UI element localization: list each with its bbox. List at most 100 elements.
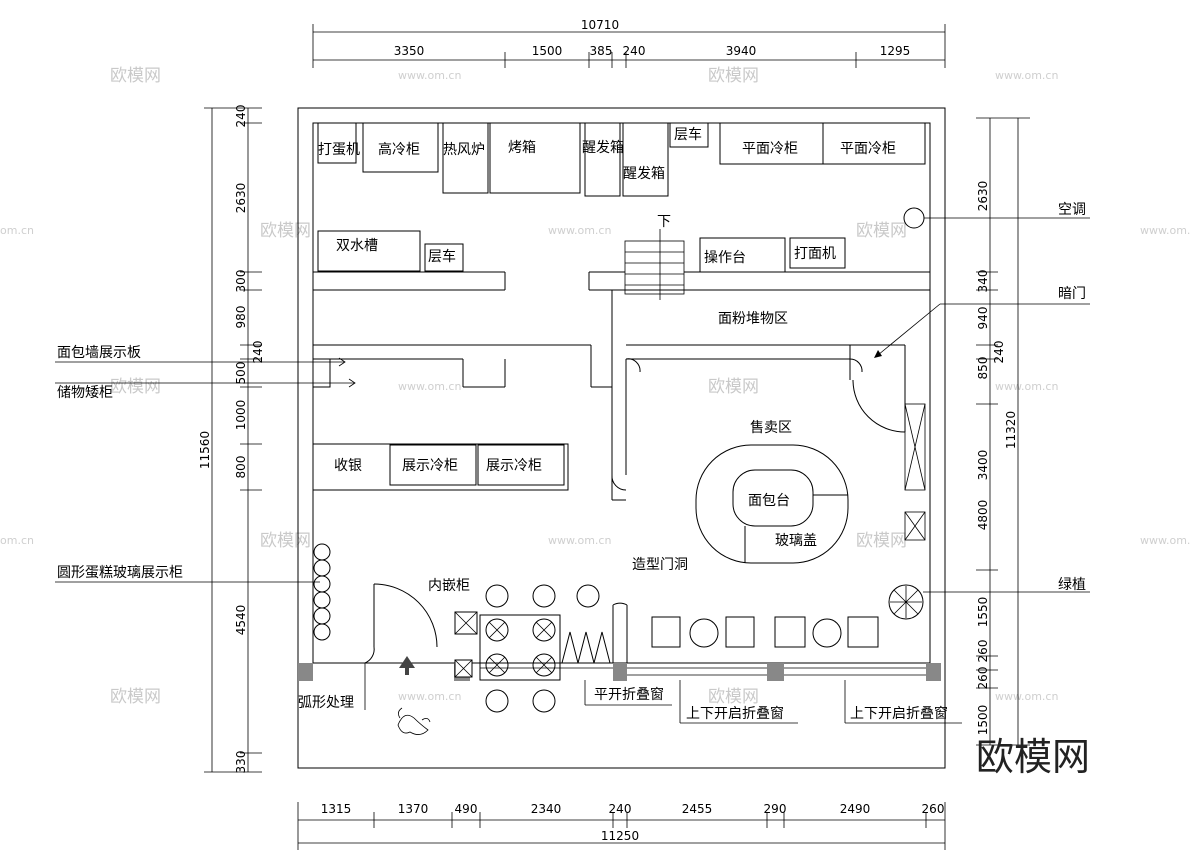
dimension-label: 260 <box>922 802 945 816</box>
dimension-label: 260 <box>976 640 990 663</box>
label-flour-area: 面粉堆物区 <box>718 311 788 327</box>
dimension-label: 3350 <box>394 44 425 58</box>
bread-island <box>695 444 849 564</box>
callout-hidden-door: 暗门 <box>1058 286 1086 302</box>
callout-round-cake-case: 圆形蛋糕玻璃展示柜 <box>57 564 183 581</box>
dimension-label: 340 <box>976 270 990 293</box>
label-dough-machine: 打面机 <box>794 245 836 262</box>
dimension-label: 980 <box>234 306 248 329</box>
entrance-arrow-icon <box>399 656 415 675</box>
dimension-label: 2630 <box>976 181 990 212</box>
display-fridge-2-box <box>477 444 565 486</box>
dimension-label: 850 <box>976 357 990 380</box>
brand-logo: 欧模网 <box>976 735 1090 779</box>
callout-labels: 面包墙展示板 储物矮柜 圆形蛋糕玻璃展示柜 弧形处理 平开折叠窗 上下开启折叠窗… <box>57 202 1086 722</box>
dimension-label: 1550 <box>976 597 990 628</box>
watermark-url: www.om.cn <box>995 380 1058 393</box>
air-conditioner-icon <box>903 207 925 229</box>
dimension-label: 300 <box>234 270 248 293</box>
dimension-label: 3940 <box>726 44 757 58</box>
label-tall-fridge: 高冷柜 <box>378 141 420 158</box>
label-flat-fridge-1: 平面冷柜 <box>742 141 798 157</box>
callout-air-conditioner: 空调 <box>1058 202 1086 218</box>
label-rack-cart-1: 层车 <box>674 126 702 143</box>
watermark-logo: 欧模网 <box>110 687 161 707</box>
callout-flat-fold-window: 平开折叠窗 <box>594 686 664 703</box>
watermark-url: www.om.cn <box>995 69 1058 82</box>
flat-fridge-2-box <box>822 122 926 165</box>
dimension-label: 2455 <box>682 802 713 816</box>
callout-updown-fold-window-1: 上下开启折叠窗 <box>686 705 784 722</box>
dimension-label: 2340 <box>531 802 562 816</box>
label-bread-table: 面包台 <box>748 493 790 509</box>
watermark-logo: 欧模网 <box>856 221 907 241</box>
watermark-logo: 欧模网 <box>856 531 907 551</box>
watermark-url: www.om.cn <box>995 690 1058 703</box>
watermark-url: www.om.cn <box>398 380 461 393</box>
watermark-url: om.cn <box>0 224 34 237</box>
watermark-logo: 欧模网 <box>260 531 311 551</box>
dimension-label: 240 <box>234 105 248 128</box>
dough-machine-box <box>789 237 846 269</box>
callout-leaders <box>55 217 1090 724</box>
label-down: 下 <box>657 214 671 230</box>
dimension-label: 500 <box>234 362 248 385</box>
dimension-label: 4540 <box>234 605 248 636</box>
dimension-total-right: 11320 <box>1004 411 1018 449</box>
dimension-label: 2630 <box>234 183 248 214</box>
callout-bread-wall-board: 面包墙展示板 <box>57 345 141 361</box>
watermark-url: www.om.cn <box>1140 534 1191 547</box>
dimension-label: 490 <box>455 802 478 816</box>
dimension-label: 1370 <box>398 802 429 816</box>
callout-updown-fold-window-2: 上下开启折叠窗 <box>850 705 948 722</box>
dimension-label: 290 <box>764 802 787 816</box>
furniture <box>313 122 926 735</box>
hot-air-oven-box <box>442 122 489 194</box>
watermark-logo: 欧模网 <box>708 377 759 397</box>
label-cashier: 收银 <box>334 458 362 474</box>
double-sink-box <box>317 230 421 272</box>
dimension-label: 1500 <box>532 44 563 58</box>
display-fridge-1-box <box>389 444 477 486</box>
plant-icon <box>888 584 924 620</box>
beater-box <box>317 122 357 164</box>
rack-cart-2-box <box>424 243 464 272</box>
oven-box <box>489 122 581 194</box>
dimension-label: 385 <box>590 44 613 58</box>
label-hot-air-oven: 热风炉 <box>443 142 485 158</box>
label-flat-fridge-2: 平面冷柜 <box>840 141 896 157</box>
label-rack-cart-2: 层车 <box>428 248 456 265</box>
watermark-url: www.om.cn <box>1140 224 1191 237</box>
dimension-label: 240 <box>609 802 632 816</box>
dimension-label: 3400 <box>976 450 990 481</box>
dimension-label: 260 <box>976 667 990 690</box>
watermark-url: om.cn <box>0 534 34 547</box>
label-double-sink: 双水槽 <box>336 238 378 254</box>
watermark-logo: 欧模网 <box>260 221 311 241</box>
dimension-label: 330 <box>234 751 248 774</box>
watermark-logo: 欧模网 <box>708 687 759 707</box>
flat-fridge-1-box <box>719 122 824 165</box>
watermark-logo: 欧模网 <box>110 377 161 397</box>
label-glass-cover: 玻璃盖 <box>775 532 817 549</box>
tall-fridge-box <box>362 122 439 173</box>
label-work-table: 操作台 <box>704 250 746 266</box>
dimension-label: 4800 <box>976 500 990 531</box>
dimension-total-left: 11560 <box>198 431 212 469</box>
watermark-logo: 欧模网 <box>110 66 161 86</box>
watermark-url: www.om.cn <box>398 69 461 82</box>
dimension-label: 1500 <box>976 705 990 736</box>
label-decorative-doorway: 造型门洞 <box>632 557 688 573</box>
dimension-label: 240 <box>992 341 1006 364</box>
dimension-label: 940 <box>976 307 990 330</box>
dimension-label: 240 <box>251 341 265 364</box>
dimension-label: 1295 <box>880 44 911 58</box>
bread-table-box <box>732 469 814 527</box>
dimension-label: 1315 <box>321 802 352 816</box>
watermark-url: www.om.cn <box>548 224 611 237</box>
bottom-dimension-lines: 1315 1370 490 2340 240 2455 290 2490 260… <box>297 802 946 850</box>
rack-cart-1-box <box>669 122 709 148</box>
person-icon <box>397 714 429 735</box>
label-proofer-2: 醒发箱 <box>623 166 665 182</box>
